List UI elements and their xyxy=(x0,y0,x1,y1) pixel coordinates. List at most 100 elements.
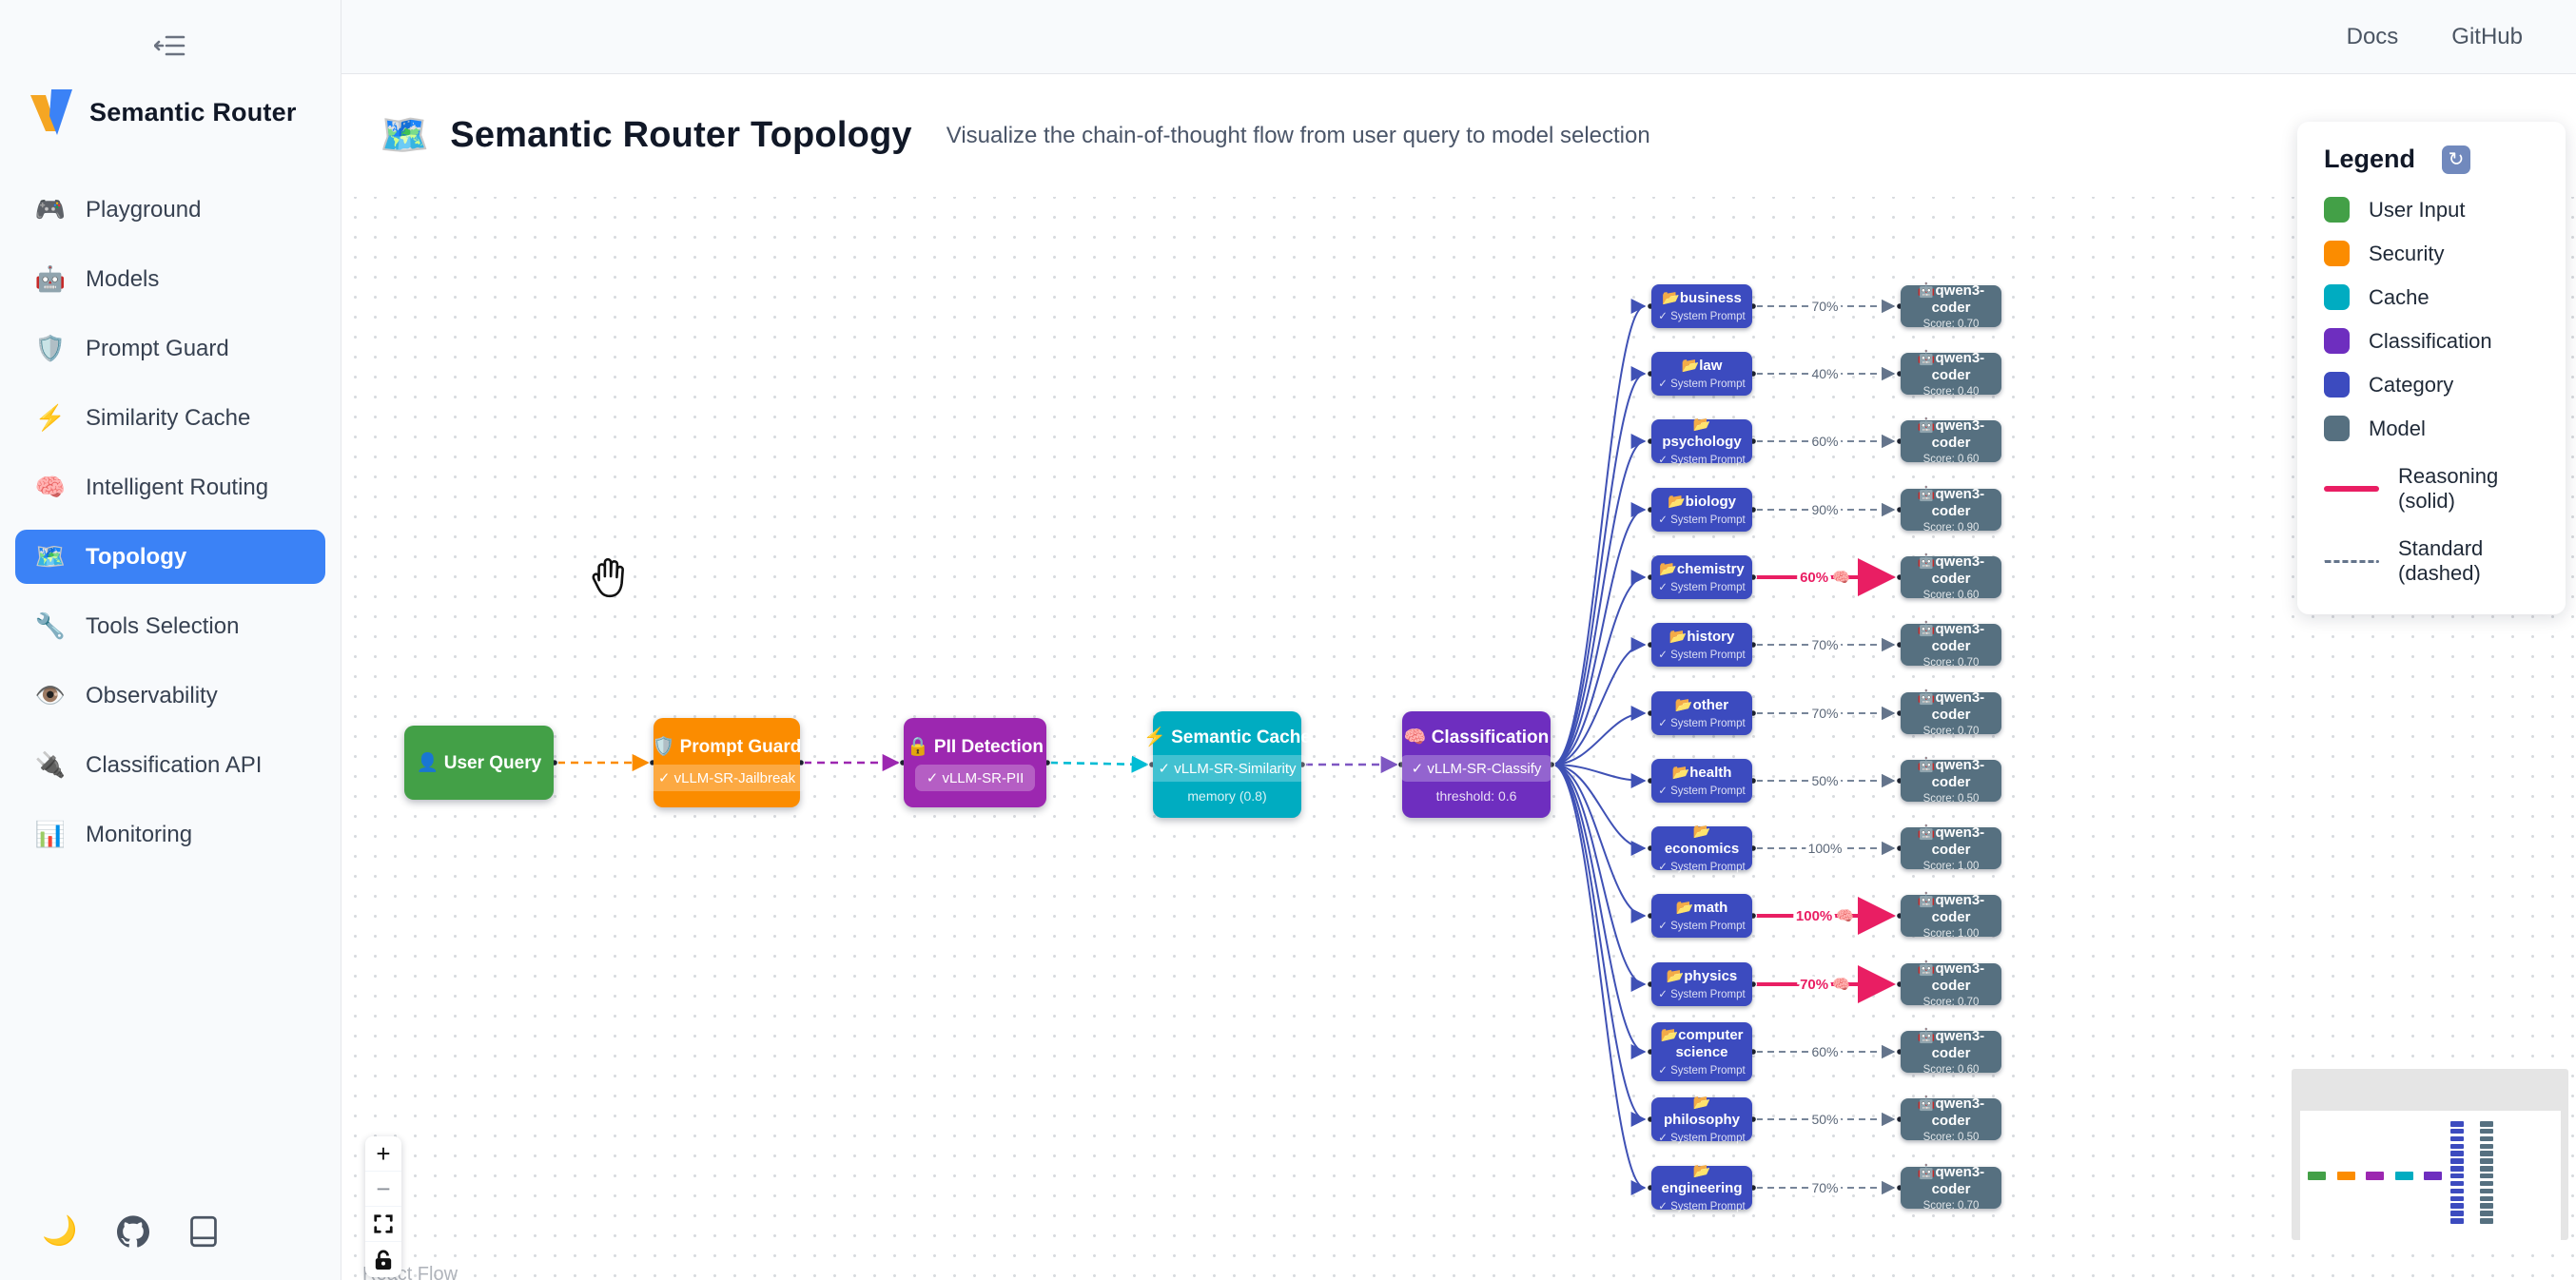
minimap-node xyxy=(2450,1173,2464,1179)
model-node-engineering[interactable]: 🤖qwen3-coder Score: 0.70 xyxy=(1901,1164,2001,1212)
pii-detection-badge: ✓ vLLM-SR-PII xyxy=(914,764,1036,791)
prompt-guard-icon: 🛡️ xyxy=(652,736,675,757)
model-node-business[interactable]: 🤖qwen3-coder Score: 0.70 xyxy=(1901,282,2001,330)
legend-item-security: Security xyxy=(2324,241,2539,266)
lock-button[interactable] xyxy=(365,1242,401,1277)
fit-view-icon xyxy=(374,1214,393,1233)
legend-swatch xyxy=(2324,372,2350,398)
category-node-law[interactable]: 📂law ✓ System Prompt xyxy=(1651,352,1752,396)
category-node-physics[interactable]: 📂physics ✓ System Prompt xyxy=(1651,962,1752,1006)
model-node-physics[interactable]: 🤖qwen3-coder Score: 0.70 xyxy=(1901,960,2001,1008)
category-node-philosophy[interactable]: 📂philosophy ✓ System Prompt xyxy=(1651,1095,1752,1144)
sidebar-item-observability[interactable]: 👁️ Observability xyxy=(34,681,218,709)
legend-item-cache: Cache xyxy=(2324,284,2539,310)
model-node-biology[interactable]: 🤖qwen3-coder Score: 0.90 xyxy=(1901,486,2001,533)
sidebar-item-classification-api[interactable]: 🔌 Classification API xyxy=(34,750,263,779)
zoom-in-button[interactable]: + xyxy=(365,1136,401,1172)
node-prompt-guard[interactable]: 🛡️ Prompt Guard✓ vLLM-SR-Jailbreak xyxy=(646,718,808,807)
sidebar-item-tools-selection[interactable]: 🔧 Tools Selection xyxy=(34,611,240,640)
github-icon[interactable] xyxy=(117,1214,150,1248)
moon-icon[interactable]: 🌙 xyxy=(42,1215,78,1247)
node-user-query[interactable]: 👤 User Query xyxy=(404,726,554,800)
zoom-out-button[interactable]: − xyxy=(365,1172,401,1207)
intelligent-routing-icon: 🧠 xyxy=(34,473,67,501)
github-link[interactable]: GitHub xyxy=(2451,23,2523,49)
minimap-node xyxy=(2450,1135,2464,1142)
minimap-node xyxy=(2480,1128,2493,1135)
model-node-computer-science[interactable]: 🤖qwen3-coder Score: 0.60 xyxy=(1901,1028,2001,1076)
page-header: 🗺️ Semantic Router Topology Visualize th… xyxy=(342,74,2576,197)
minimap-node xyxy=(2450,1180,2464,1187)
legend-swatch xyxy=(2324,197,2350,223)
map-emoji-icon: 🗺️ xyxy=(380,112,430,157)
minimap-node xyxy=(2450,1128,2464,1135)
sidebar-item-monitoring[interactable]: 📊 Monitoring xyxy=(34,820,193,848)
sidebar-item-topology[interactable]: 🗺️ Topology xyxy=(15,530,325,584)
minimap-node xyxy=(2450,1158,2464,1164)
legend-panel: Legend ↻ User Input Security Cache Class… xyxy=(2297,122,2566,614)
model-node-health[interactable]: 🤖qwen3-coder Score: 0.50 xyxy=(1901,757,2001,805)
sidebar-item-similarity-cache[interactable]: ⚡ Similarity Cache xyxy=(34,403,251,432)
category-node-math[interactable]: 📂math ✓ System Prompt xyxy=(1651,894,1752,938)
category-node-other[interactable]: 📂other ✓ System Prompt xyxy=(1651,691,1752,735)
tools-selection-icon: 🔧 xyxy=(34,611,67,640)
category-node-chemistry[interactable]: 📂chemistry ✓ System Prompt xyxy=(1651,555,1752,599)
fit-view-button[interactable] xyxy=(365,1207,401,1242)
legend-refresh-icon[interactable]: ↻ xyxy=(2442,145,2471,174)
model-node-law[interactable]: 🤖qwen3-coder Score: 0.40 xyxy=(1901,350,2001,398)
minimap[interactable] xyxy=(2292,1069,2568,1240)
sidebar-item-intelligent-routing[interactable]: 🧠 Intelligent Routing xyxy=(34,473,269,501)
category-node-psychology[interactable]: 📂psychology ✓ System Prompt xyxy=(1651,417,1752,466)
category-node-computer-science[interactable]: 📂computer science ✓ System Prompt xyxy=(1651,1022,1752,1081)
main: Docs GitHub 🗺️ Semantic Router Topology … xyxy=(342,0,2576,1280)
topology-canvas[interactable]: 🗺️ Semantic Router Topology Visualize th… xyxy=(342,74,2576,1280)
model-node-economics[interactable]: 🤖qwen3-coder Score: 1.00 xyxy=(1901,824,2001,872)
semantic-cache-subtext: memory (0.8) xyxy=(1187,788,1267,804)
minimap-node xyxy=(2308,1172,2326,1180)
svg-text:70%: 70% xyxy=(1811,1180,1838,1195)
model-node-other[interactable]: 🤖qwen3-coder Score: 0.70 xyxy=(1901,689,2001,737)
category-node-engineering[interactable]: 📂engineering ✓ System Prompt xyxy=(1651,1163,1752,1212)
legend-line-items: Reasoning (solid) Standard (dashed) xyxy=(2324,464,2539,586)
category-node-health[interactable]: 📂health ✓ System Prompt xyxy=(1651,759,1752,803)
page-title: Semantic Router Topology xyxy=(450,115,912,155)
semantic-cache-badge: ✓ vLLM-SR-Similarity xyxy=(1146,755,1308,782)
minimap-node xyxy=(2480,1158,2493,1164)
model-node-philosophy[interactable]: 🤖qwen3-coder Score: 0.50 xyxy=(1901,1096,2001,1143)
model-node-chemistry[interactable]: 🤖qwen3-coder Score: 0.60 xyxy=(1901,553,2001,601)
category-node-history[interactable]: 📂history ✓ System Prompt xyxy=(1651,623,1752,667)
collapse-sidebar-icon xyxy=(154,35,185,56)
category-node-business[interactable]: 📂business ✓ System Prompt xyxy=(1651,284,1752,328)
svg-text:70%: 70% xyxy=(1811,637,1838,652)
svg-text:60%: 60% xyxy=(1811,434,1838,449)
model-node-math[interactable]: 🤖qwen3-coder Score: 1.00 xyxy=(1901,892,2001,940)
minimap-node xyxy=(2450,1151,2464,1156)
svg-text:70%: 70% xyxy=(1811,299,1838,314)
prompt-guard-icon: 🛡️ xyxy=(34,334,67,362)
flow-edges: 70%40%60%90%60% 🧠70%70%50%100%100% 🧠70% … xyxy=(551,296,1903,1199)
category-node-biology[interactable]: 📂biology ✓ System Prompt xyxy=(1651,488,1752,532)
sidebar-collapse-button[interactable] xyxy=(154,29,186,63)
sidebar-item-models[interactable]: 🤖 Models xyxy=(34,264,160,293)
svg-text:40%: 40% xyxy=(1811,366,1838,381)
node-pii-detection[interactable]: 🔒 PII Detection✓ vLLM-SR-PII xyxy=(904,718,1046,807)
semantic-router-logo xyxy=(30,89,72,135)
sidebar: Semantic Router 🎮 Playground🤖 Models🛡️ P… xyxy=(0,0,342,1280)
category-node-economics[interactable]: 📂economics ✓ System Prompt xyxy=(1651,824,1752,873)
pii-detection-icon: 🔒 xyxy=(906,736,929,757)
model-node-history[interactable]: 🤖qwen3-coder Score: 0.70 xyxy=(1901,621,2001,669)
minimap-node xyxy=(2480,1121,2493,1127)
svg-text:100%: 100% xyxy=(1808,841,1843,856)
legend-items: User Input Security Cache Classification… xyxy=(2324,197,2539,441)
legend-item-classification: Classification xyxy=(2324,328,2539,354)
sidebar-item-prompt-guard[interactable]: 🛡️ Prompt Guard xyxy=(34,334,229,362)
model-node-psychology[interactable]: 🤖qwen3-coder Score: 0.60 xyxy=(1901,417,2001,465)
legend-swatch xyxy=(2324,284,2350,310)
minimap-node xyxy=(2480,1135,2493,1142)
docs-book-icon[interactable] xyxy=(189,1215,218,1248)
topbar: Docs GitHub xyxy=(342,0,2576,74)
sidebar-item-playground[interactable]: 🎮 Playground xyxy=(34,195,202,223)
docs-link[interactable]: Docs xyxy=(2346,23,2399,49)
